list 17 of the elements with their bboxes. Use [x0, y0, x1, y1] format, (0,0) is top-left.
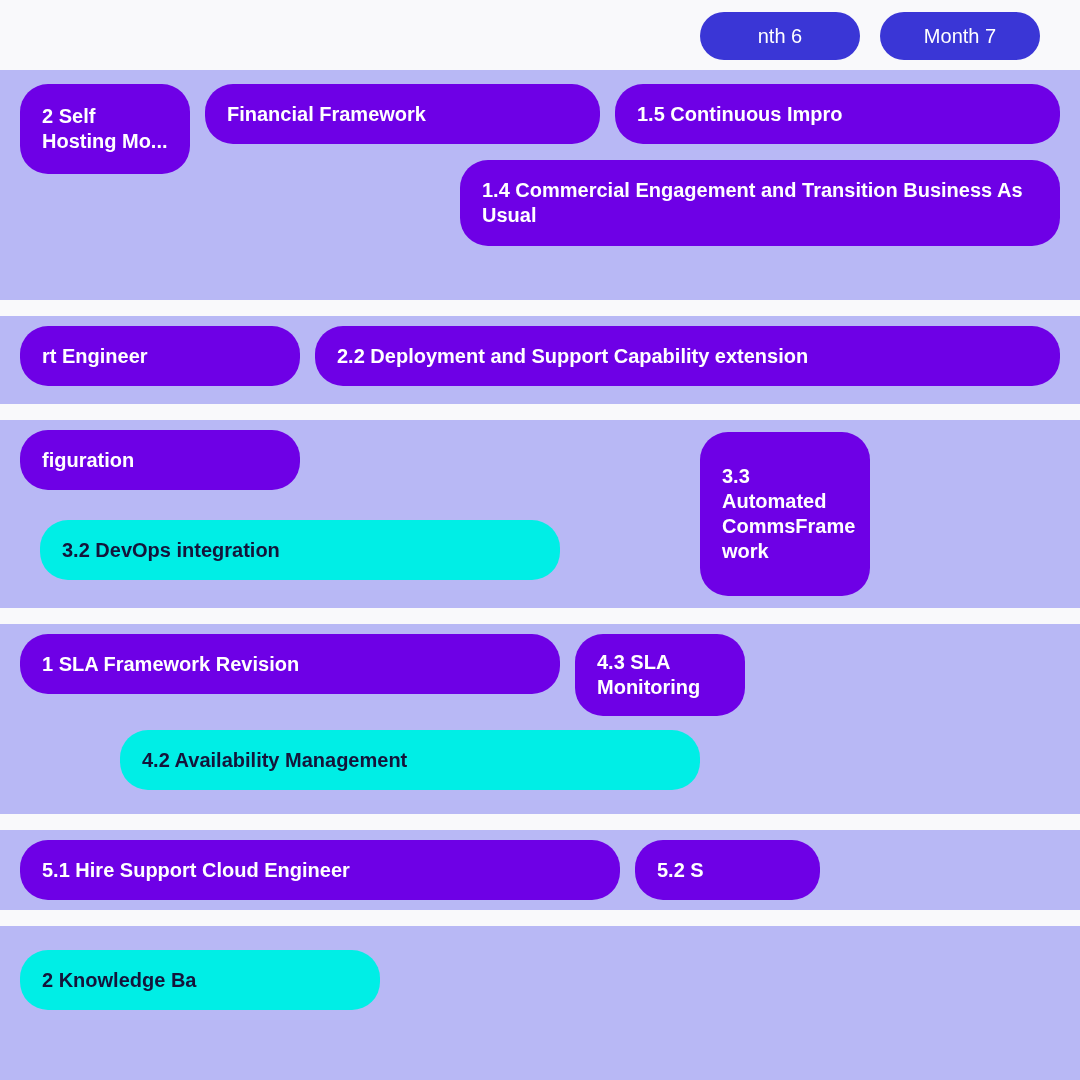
- task-bar: 1.5 Continuous Impro: [615, 84, 1060, 144]
- task-bar: 2 Knowledge Ba: [20, 950, 380, 1010]
- task-bar: 1.4 Commercial Engagement and Transition Business As Usual: [460, 160, 1060, 246]
- task-bar: 3.2 DevOps integration: [40, 520, 560, 580]
- task-bar: rt Engineer: [20, 326, 300, 386]
- month-header: Month 7: [880, 12, 1040, 60]
- task-bar: 4.3 SLA Monitoring: [575, 634, 745, 716]
- task-bar: 2.2 Deployment and Support Capability extension: [315, 326, 1060, 386]
- task-bar: 1 SLA Framework Revision: [20, 634, 560, 694]
- month-header: nth 6: [700, 12, 860, 60]
- task-bar: 5.2 S: [635, 840, 820, 900]
- task-bar: Financial Framework: [205, 84, 600, 144]
- task-bar: 4.2 Availability Management: [120, 730, 700, 790]
- task-bar: 2 Self Hosting Mo...: [20, 84, 190, 174]
- task-bar: 3.3 Automated CommsFrame work: [700, 432, 870, 596]
- task-bar: 5.1 Hire Support Cloud Engineer: [20, 840, 620, 900]
- task-bar: figuration: [20, 430, 300, 490]
